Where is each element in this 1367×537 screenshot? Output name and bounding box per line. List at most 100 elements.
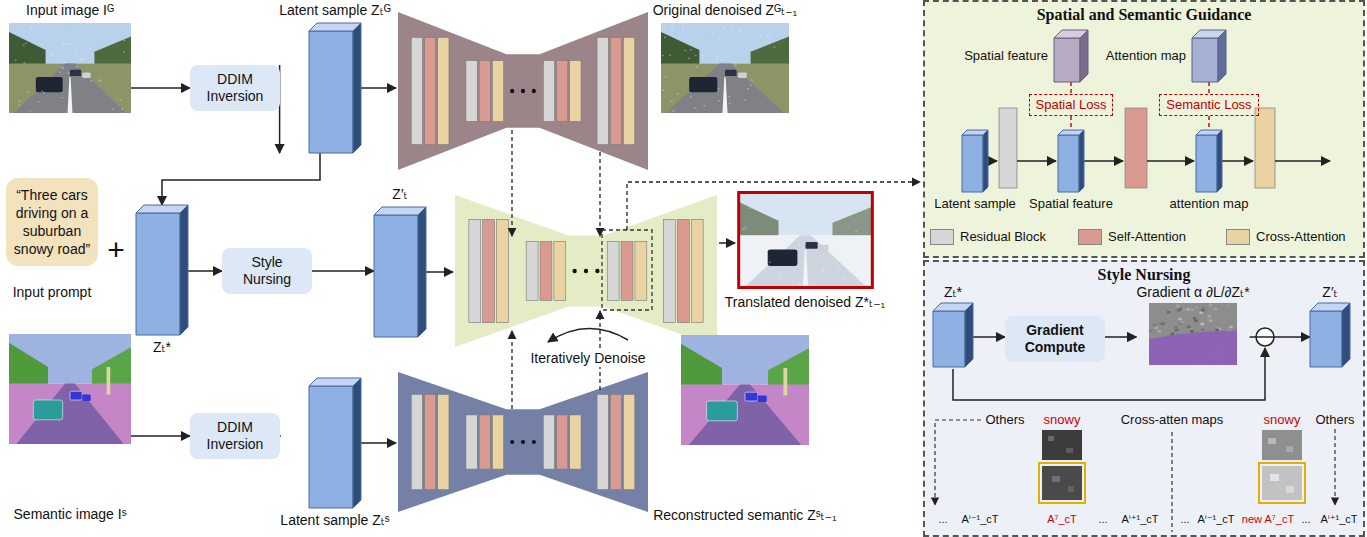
- legend-item: Cross-Attention: [1226, 229, 1367, 245]
- image-node: Reconstructed semantic Zˢₜ₋₁: [653, 335, 837, 524]
- latent-block: Latent sample Zₜˢ: [280, 378, 389, 529]
- latent-block: Zₜ*: [136, 205, 188, 356]
- text: Gradient α ∂L/∂Zₜ*: [1136, 284, 1249, 301]
- figure: [1054, 30, 1088, 82]
- text: Latent sample: [934, 196, 1016, 212]
- text: DDIM Inversion: [196, 71, 274, 105]
- label-text: new A⁷_cT: [1242, 512, 1294, 526]
- text: Latent sample Zₜᴳ: [279, 2, 390, 19]
- legend-swatch: [930, 229, 954, 245]
- process-box: Style Nursing: [222, 248, 312, 294]
- legend-swatch: [1226, 229, 1250, 245]
- latent-block: Z′ₜ: [374, 186, 426, 337]
- process-box: DDIM Inversion: [190, 65, 280, 111]
- guidance-panel: Spatial and Semantic GuidanceSpatial fea…: [923, 0, 1365, 258]
- unet-bottom: [398, 372, 648, 512]
- figure: [1192, 30, 1226, 82]
- connector: [1070, 116, 1071, 130]
- label-text: Aⁱ⁻¹_cT: [961, 512, 998, 526]
- figure: [309, 23, 361, 153]
- connector: [1070, 82, 1071, 94]
- label-text: ...: [1180, 512, 1189, 526]
- legend-item: Self-Attention: [1078, 229, 1226, 245]
- text: Attention map: [1106, 48, 1186, 64]
- loss-box: Spatial Loss: [1029, 94, 1114, 116]
- label-text: Aⁱ⁻¹_cT: [1197, 512, 1234, 526]
- text: Original denoised Zᴳₜ₋₁: [653, 2, 798, 19]
- connector: [973, 336, 1005, 338]
- connector: [131, 435, 190, 437]
- process-box: Gradient Compute: [1005, 316, 1105, 362]
- text: “Three cars driving on a suburban snowy …: [12, 186, 92, 258]
- figure: [1149, 303, 1237, 365]
- label-text: ...: [938, 512, 947, 526]
- latent-block: Zₜ*: [933, 284, 973, 367]
- label-text: +: [107, 234, 125, 266]
- text: Input image Iᴳ: [26, 2, 114, 19]
- image-node: Input image Iᴳ: [9, 2, 131, 113]
- figure: [933, 303, 973, 367]
- legend-text: Cross-Attention: [1256, 229, 1346, 245]
- text: Style Nursing: [228, 254, 306, 288]
- latent-block: attention map: [1170, 130, 1249, 212]
- gradient-node: Gradient α ∂L/∂Zₜ*: [1136, 284, 1249, 365]
- text: Reconstructed semantic Zˢₜ₋₁: [653, 507, 837, 524]
- text: Zₜ*: [153, 339, 171, 356]
- text: Latent sample Zₜˢ: [280, 512, 389, 529]
- image-node: Semantic image Iˢ: [9, 334, 131, 523]
- connector: [131, 87, 190, 89]
- attention-maps: [1039, 430, 1305, 503]
- text: Input prompt: [13, 284, 92, 301]
- figure: [738, 192, 873, 288]
- figure: [661, 23, 789, 113]
- label-text: snowy: [1264, 412, 1301, 428]
- figure: [681, 335, 809, 445]
- text: Translated denoised Z*ₜ₋₁: [725, 294, 885, 311]
- nursing-panel: Style NursingZₜ*Gradient ComputeGradient…: [923, 260, 1365, 537]
- label-text: Cross-atten maps: [1121, 412, 1224, 428]
- connector: [1105, 336, 1136, 338]
- others-arrows: [935, 420, 1335, 532]
- prompt-node: “Three cars driving on a suburban snowy …: [6, 178, 98, 301]
- unet-top: [398, 12, 648, 170]
- figure: [374, 207, 426, 337]
- text: Zₜ*: [944, 284, 962, 301]
- label-text: A⁷_cT: [1047, 512, 1077, 526]
- text: Spatial and Semantic Guidance: [925, 5, 1363, 24]
- highlight-box: [602, 230, 652, 310]
- label-text: Others: [985, 412, 1024, 428]
- text: Spatial feature: [1029, 196, 1113, 212]
- image-node: Translated denoised Z*ₜ₋₁: [725, 192, 885, 311]
- text: Semantic image Iˢ: [14, 506, 127, 523]
- legend-swatch: [1078, 229, 1102, 245]
- connector: [188, 270, 222, 272]
- text: Spatial feature: [964, 48, 1048, 64]
- legend: Residual BlockSelf-Attention Cross-Attent…: [930, 229, 1367, 245]
- flow-arrows: [361, 88, 735, 443]
- figure: [9, 23, 131, 113]
- legend-item: Residual Block: [930, 229, 1078, 245]
- label-text: Iteratively Denoise: [527, 350, 648, 367]
- connector: [1208, 82, 1209, 94]
- prompt-box: “Three cars driving on a suburban snowy …: [6, 178, 98, 266]
- figure: [9, 334, 131, 444]
- guidance-arrows: [988, 160, 1330, 162]
- image-node: Original denoised Zᴳₜ₋₁: [653, 2, 798, 113]
- text: Semantic Loss: [1166, 97, 1251, 113]
- guidance-panel-ground: [923, 0, 1365, 258]
- connector: [162, 153, 320, 205]
- text: Spatial Loss: [1036, 97, 1107, 113]
- feature-cube: Attention map: [1106, 30, 1226, 82]
- text: DDIM Inversion: [196, 419, 274, 453]
- feature-cube: Spatial feature: [964, 30, 1088, 82]
- feature-injection-arrows: [512, 130, 920, 409]
- connector: [1208, 116, 1209, 130]
- figure: [1058, 130, 1084, 192]
- text: attention map: [1170, 196, 1249, 212]
- latent-block: Latent sample Zₜᴳ: [279, 2, 390, 153]
- latent-block: Spatial feature: [1029, 130, 1113, 212]
- connector: [312, 270, 374, 272]
- label-text: Others: [1315, 412, 1354, 428]
